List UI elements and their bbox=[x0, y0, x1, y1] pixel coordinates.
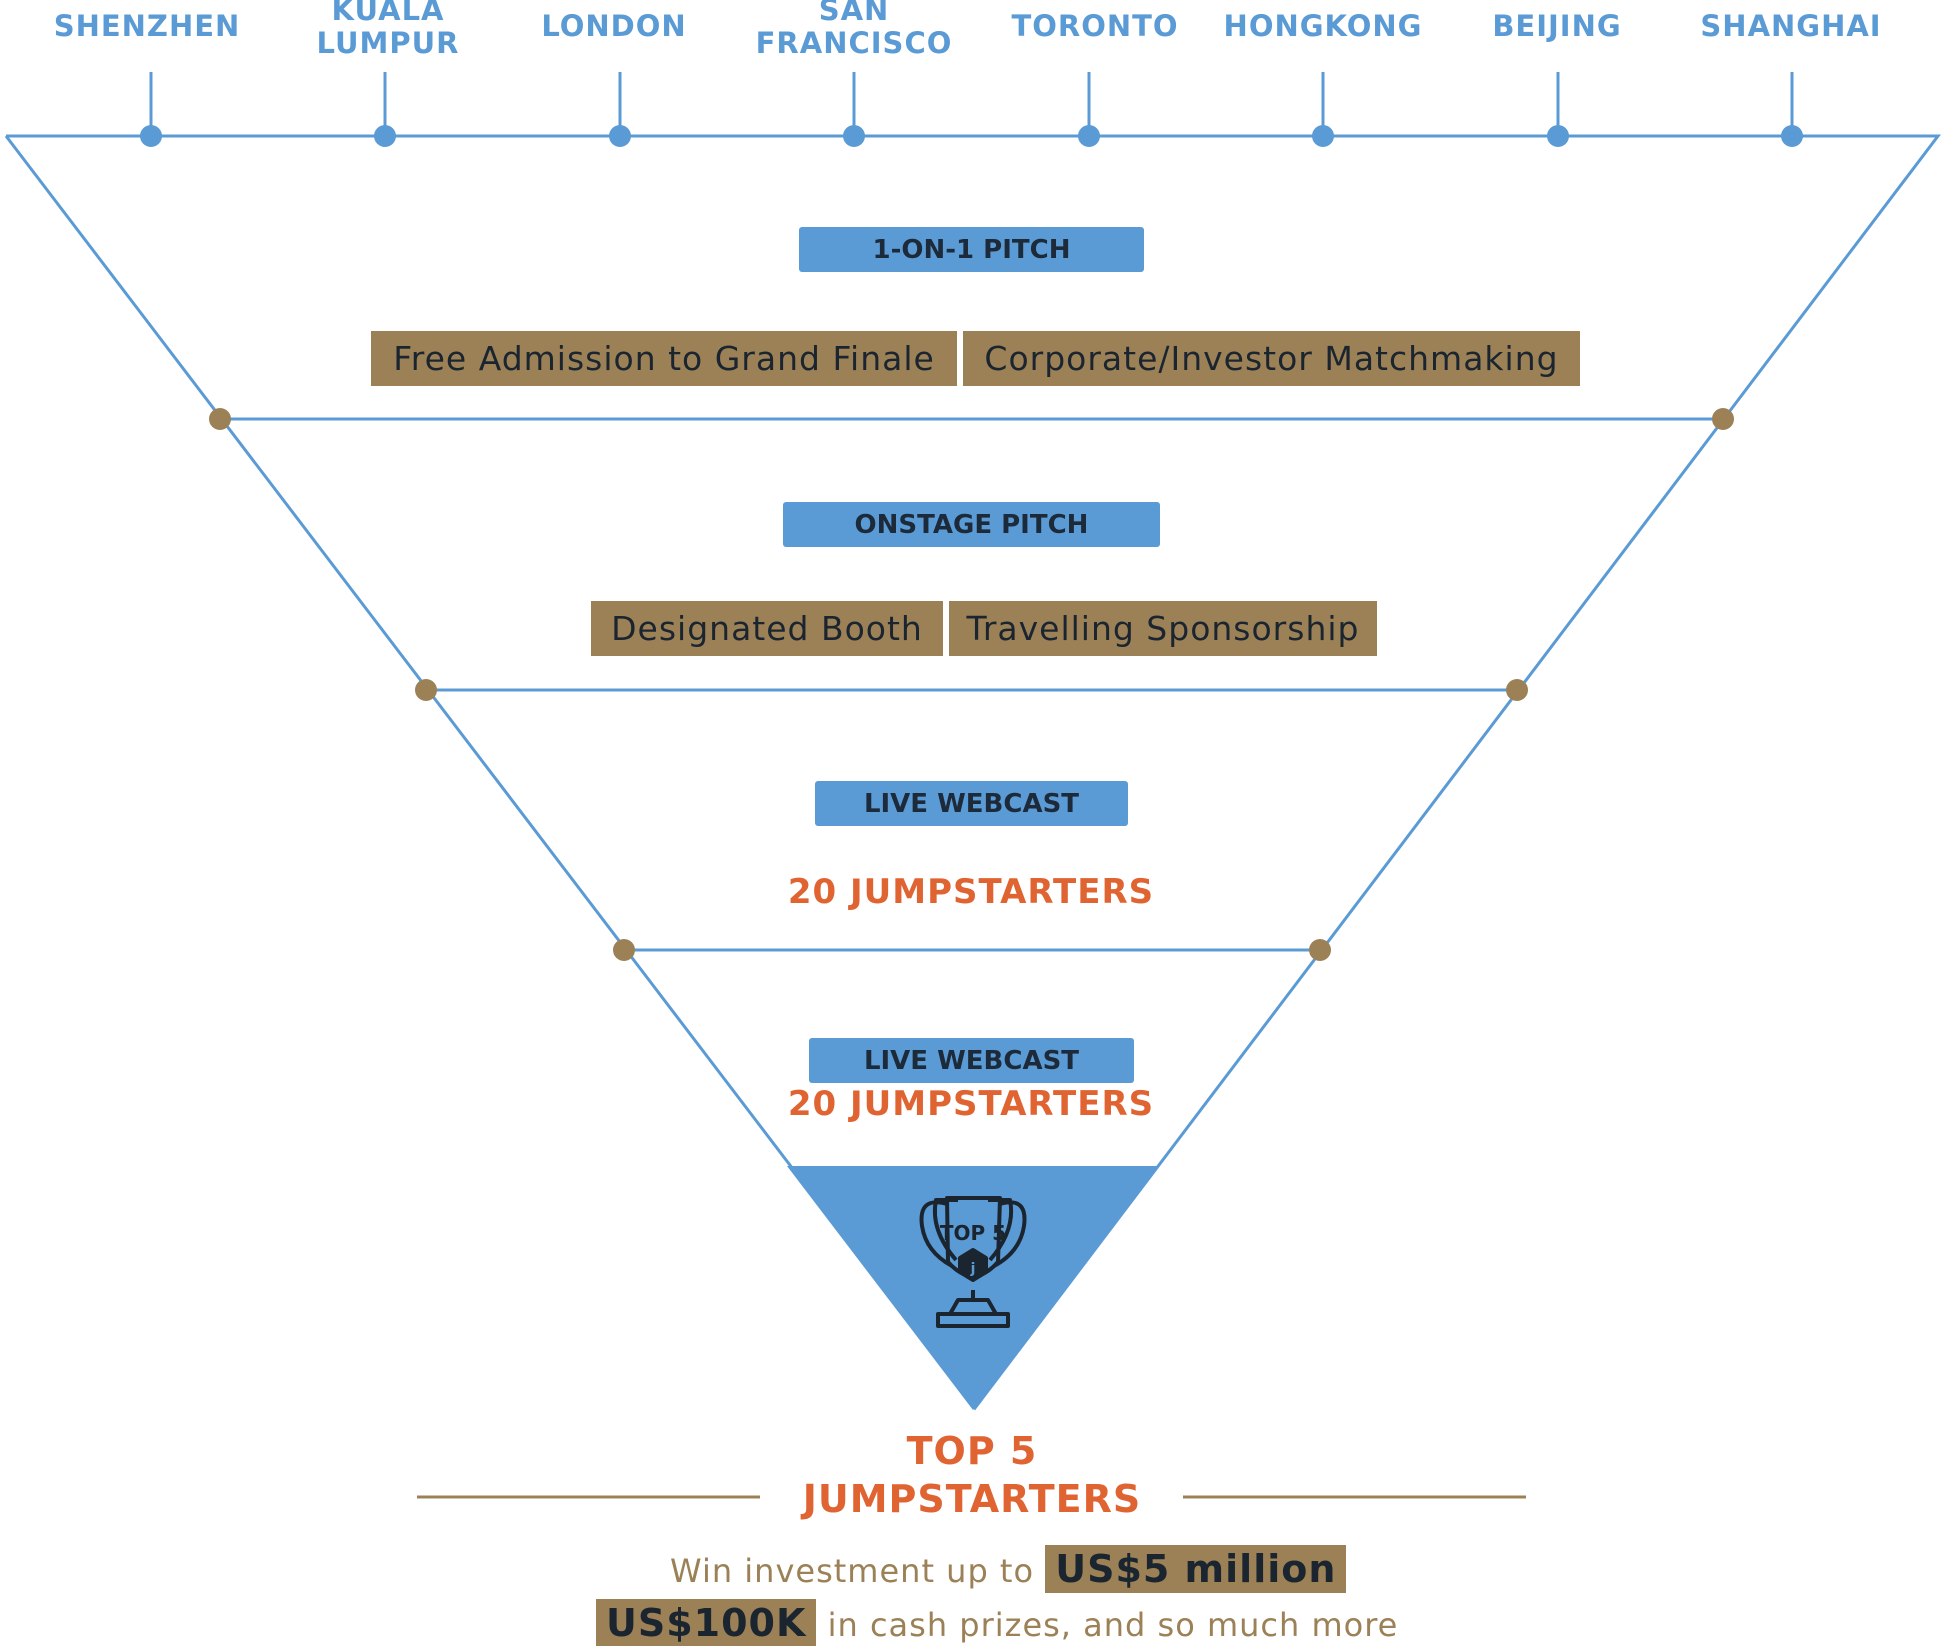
prize-highlight-cash: US$100K bbox=[596, 1599, 817, 1646]
city-label-san-francisco: SAN FRANCISCO bbox=[755, 0, 953, 60]
trophy-badge: j bbox=[970, 1261, 976, 1277]
prize-line-2: US$100K in cash prizes, and so much more bbox=[596, 1599, 1399, 1646]
funnel-tip bbox=[787, 1166, 1158, 1410]
trophy-icon bbox=[919, 1196, 1027, 1328]
perk-free-admission: Free Admission to Grand Finale bbox=[371, 331, 957, 386]
tier-dots bbox=[209, 408, 1734, 961]
city-ticks bbox=[149, 72, 1794, 136]
city-label-hongkong: HONGKONG bbox=[1223, 9, 1423, 43]
perk-designated-booth: Designated Booth bbox=[591, 601, 943, 656]
city-label-toronto: TORONTO bbox=[1011, 9, 1179, 43]
prize-line-1: Win investment up to US$5 million bbox=[670, 1545, 1347, 1593]
city-label-london: LONDON bbox=[541, 9, 687, 43]
city-label-kuala-lumpur: KUALA LUMPUR bbox=[316, 0, 460, 60]
stage-count: 20 JUMPSTARTERS bbox=[787, 872, 1155, 912]
city-dots bbox=[140, 125, 1803, 147]
perk-travelling-sponsorship: Travelling Sponsorship bbox=[949, 601, 1377, 656]
funnel-outline bbox=[4, 134, 1942, 1411]
prize-line-1-text: Win investment up to bbox=[670, 1552, 1035, 1590]
city-label-shanghai: SHANGHAI bbox=[1700, 9, 1882, 43]
perk-matchmaking: Corporate/Investor Matchmaking bbox=[963, 331, 1580, 386]
final-title-line-2: JUMPSTARTERS bbox=[802, 1477, 1142, 1521]
prize-line-2-text: in cash prizes, and so much more bbox=[827, 1606, 1399, 1644]
city-label-beijing: BEIJING bbox=[1492, 9, 1622, 43]
stage-pill-live-webcast: LIVE WEBCAST bbox=[815, 781, 1128, 826]
city-label-shenzhen: SHENZHEN bbox=[53, 9, 241, 43]
stage-count-2: 20 JUMPSTARTERS bbox=[787, 1084, 1155, 1124]
stage-pill-onstage-pitch: ONSTAGE PITCH bbox=[783, 502, 1160, 547]
prize-highlight-investment: US$5 million bbox=[1045, 1545, 1347, 1593]
final-title-line-1: TOP 5 bbox=[906, 1429, 1038, 1473]
trophy-label: TOP 5 bbox=[940, 1221, 1006, 1245]
stage-pill-live-webcast-2: LIVE WEBCAST bbox=[809, 1038, 1134, 1083]
stage-pill-1on1-pitch: 1-ON-1 PITCH bbox=[799, 227, 1144, 272]
